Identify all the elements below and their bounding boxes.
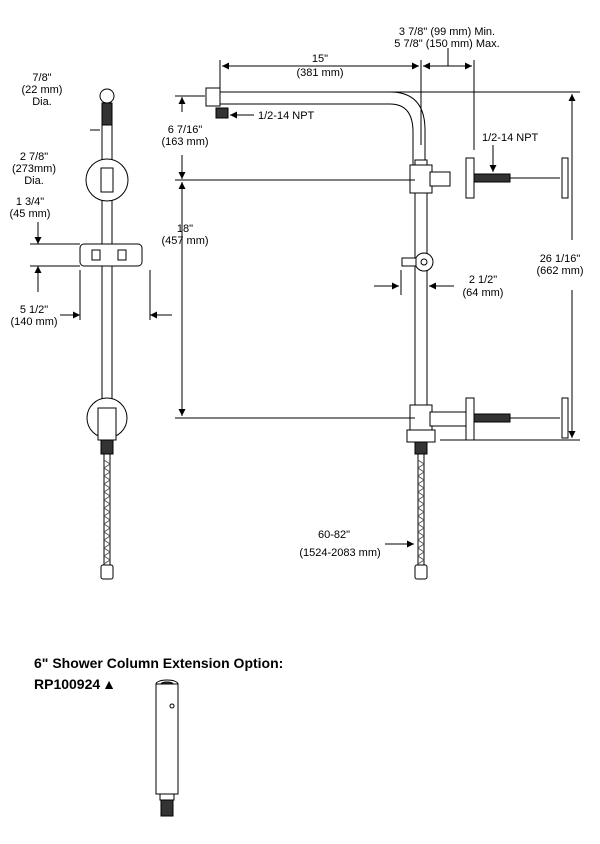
top-drop-mm: (163 mm) <box>161 136 208 148</box>
lower-inlet <box>429 411 467 427</box>
arm-length-in: 15" <box>312 53 328 65</box>
left-dia-in: 7/8" <box>32 72 51 84</box>
center-span-mm: (457 mm) <box>161 235 208 247</box>
side-column <box>414 159 428 431</box>
labels: 7/8" (22 mm) Dia. 2 7/8" (273mm) Dia. 1 … <box>10 26 584 559</box>
hand-shower-holder <box>79 243 143 267</box>
holder-width-in: 5 1/2" <box>20 304 48 316</box>
extension-tube <box>155 683 179 795</box>
top-drop-in: 6 7/16" <box>168 124 203 136</box>
arm-length-mm: (381 mm) <box>296 67 343 79</box>
side-hose-texture <box>417 459 425 565</box>
flange-dia-mm: (273mm) <box>12 163 56 175</box>
center-span-in: 18" <box>177 223 193 235</box>
wall-offset-max: 5 7/8" (150 mm) Max. <box>394 38 499 50</box>
extension-part-number: RP100924▲ <box>34 676 116 692</box>
hose-length-in: 60-82" <box>318 529 350 541</box>
extension-neck <box>159 793 175 801</box>
left-dia-word: Dia. <box>32 96 52 108</box>
extension-thread <box>160 799 174 817</box>
flange-dia-in: 2 7/8" <box>20 151 48 163</box>
extension-title: 6" Shower Column Extension Option: <box>34 655 283 671</box>
total-height-in: 26 1/16" <box>540 253 581 265</box>
holder-offset-mm: (64 mm) <box>463 287 504 299</box>
column-top-section <box>101 102 113 126</box>
side-holder-stem <box>401 257 417 267</box>
holder-slot-right <box>117 249 127 261</box>
upper-wall-plate <box>561 157 569 199</box>
flange-dia-word: Dia. <box>24 175 44 187</box>
column-top-cap <box>99 88 115 104</box>
holder-slot-left <box>91 249 101 261</box>
side-dimensions <box>175 48 580 548</box>
upper-inlet <box>429 171 451 187</box>
shower-arm <box>209 91 426 171</box>
holder-width-mm: (140 mm) <box>10 316 57 328</box>
upper-side-flange <box>465 157 475 199</box>
front-dimensions <box>30 129 172 320</box>
upper-supply-thread <box>473 173 511 183</box>
upper-flange-collar <box>100 167 114 193</box>
front-hose-texture <box>103 459 111 565</box>
holder-height-mm: (45 mm) <box>10 208 51 220</box>
bottom-outlet <box>406 429 436 443</box>
wall-offset-min: 3 7/8" (99 mm) Min. <box>399 26 495 38</box>
holder-offset-in: 2 1/2" <box>469 274 497 286</box>
front-view <box>79 88 143 580</box>
holder-height-in: 1 3/4" <box>16 196 44 208</box>
top-npt-thread <box>215 107 229 119</box>
side-hose-end <box>414 564 428 580</box>
front-hose-end <box>100 564 114 580</box>
npt-side-label: 1/2-14 NPT <box>482 132 539 144</box>
total-height-mm: (662 mm) <box>536 265 583 277</box>
extension-option: 6" Shower Column Extension Option: RP100… <box>34 655 283 817</box>
upper-elbow-fitting <box>409 164 433 194</box>
lower-side-flange <box>465 397 475 441</box>
hose-length-mm: (1524-2083 mm) <box>299 547 380 559</box>
extension-set-screw <box>169 703 175 709</box>
side-view <box>205 87 569 580</box>
side-hose-connector <box>414 441 428 455</box>
left-dia-mm: (22 mm) <box>22 84 63 96</box>
lower-wall-plate <box>561 397 569 439</box>
hose-connector <box>100 439 114 455</box>
top-outlet <box>205 87 221 107</box>
lower-flange-collar <box>97 407 117 441</box>
npt-top-label: 1/2-14 NPT <box>258 110 315 122</box>
lower-supply-thread <box>473 413 511 423</box>
side-holder-screw <box>420 258 428 266</box>
